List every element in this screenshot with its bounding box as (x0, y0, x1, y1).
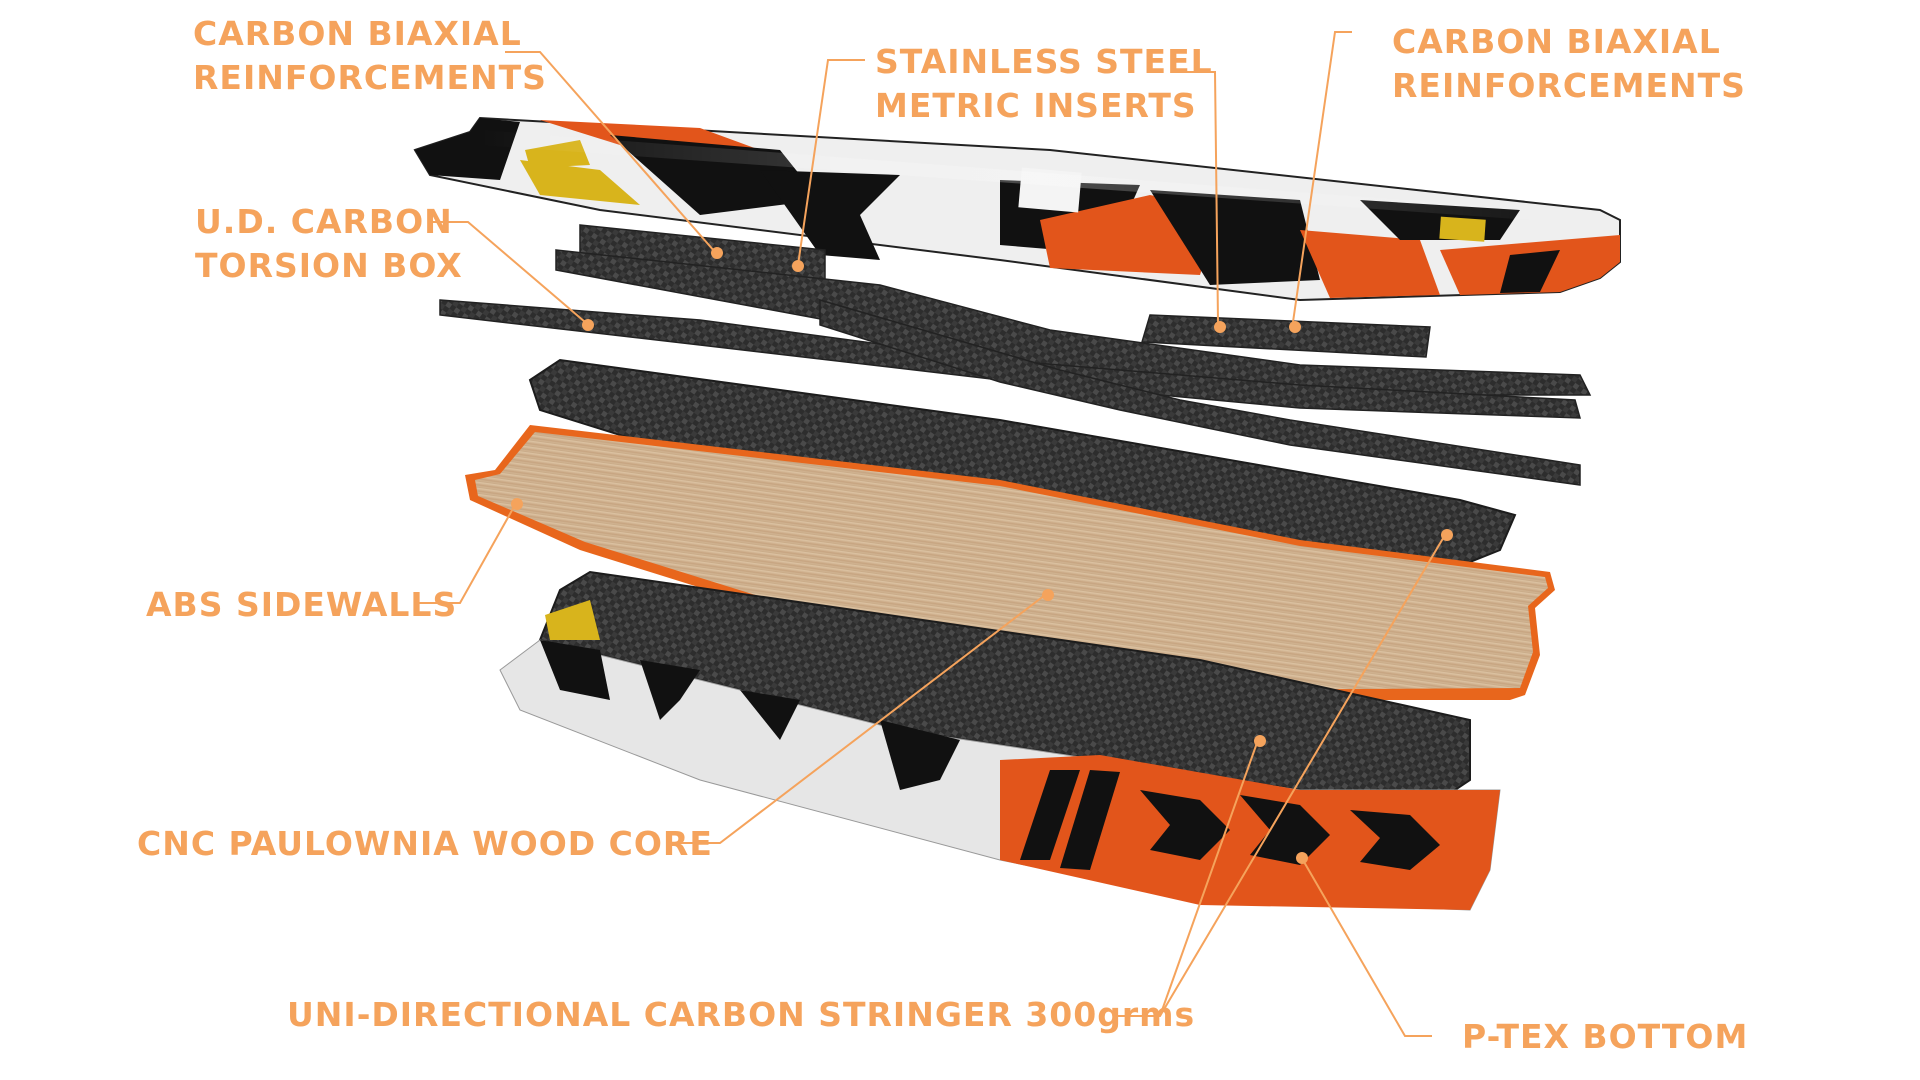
top-sheet-orange-graphic-3 (1300, 230, 1440, 298)
base-black-chevron-2 (1240, 795, 1330, 865)
dot-wood-core (1042, 589, 1054, 601)
label-carbon-biaxial-right: CARBON BIAXIAL REINFORCEMENTS (1392, 20, 1746, 108)
base-black-graphic-1 (540, 640, 610, 700)
torsion-box-cross (819, 299, 1581, 486)
label-ud-carbon: U.D. CARBON TORSION BOX (195, 200, 463, 288)
label-ptex-bottom: P-TEX BOTTOM (1462, 1015, 1748, 1059)
dot-ptex (1296, 852, 1308, 864)
label-carbon-biaxial-left-line1: CARBON BIAXIAL (193, 14, 522, 53)
biaxial-reinforcement-layer (579, 224, 1431, 358)
wood-core-layer (465, 425, 1555, 700)
torsion-box-upper-strip (555, 249, 1592, 396)
label-abs-sidewalls: ABS SIDEWALLS (146, 583, 457, 627)
label-ud-carbon-line1: U.D. CARBON (195, 202, 453, 241)
base-black-graphic-2 (640, 660, 700, 720)
base-black-stripe-2 (1060, 770, 1120, 870)
leader-abs-sidewalls (418, 504, 516, 604)
dot-inserts (792, 260, 804, 272)
dot-abs-sidewalls (511, 498, 523, 510)
leader-ud-carbon (430, 221, 586, 323)
label-stringer-text: UNI-DIRECTIONAL CARBON STRINGER 300grms (287, 995, 1196, 1034)
base-orange-bottom (1000, 755, 1500, 910)
label-carbon-biaxial-right-line2: REINFORCEMENTS (1392, 66, 1746, 105)
leader-dots (511, 247, 1453, 864)
label-carbon-biaxial-left: CARBON BIAXIAL REINFORCEMENTS (193, 12, 547, 100)
top-sheet-yellow-graphic (520, 160, 640, 205)
dot-stringer-a (1441, 529, 1453, 541)
top-sheet-black-graphic-5 (1150, 190, 1320, 285)
base-black-stripe-1 (1020, 770, 1080, 860)
base-black-graphic-3 (740, 690, 800, 740)
base-black-chevron-3 (1350, 810, 1440, 870)
biaxial-patch-right (1141, 314, 1431, 358)
top-sheet-orange-graphic-1 (540, 120, 760, 150)
dot-biaxial-right-b (1289, 321, 1301, 333)
dot-ud-carbon (582, 319, 594, 331)
leader-stainless-inserts (797, 59, 865, 266)
label-wood-core: CNC PAULOWNIA WOOD CORE (137, 822, 713, 866)
label-stainless-inserts-line2: METRIC INSERTS (875, 86, 1197, 125)
top-sheet-black-graphic-3 (760, 170, 900, 260)
leader-carbon-biaxial-right-a (1182, 71, 1219, 323)
label-stringer: UNI-DIRECTIONAL CARBON STRINGER 300grms (287, 993, 1195, 1037)
base-layer (499, 570, 1501, 911)
leader-stringer-b (1159, 739, 1259, 1017)
leader-carbon-biaxial-right-b (1292, 31, 1352, 323)
base-yellow-graphic (545, 600, 600, 640)
leader-ptex (1299, 854, 1432, 1037)
label-stainless-inserts-line1: STAINLESS STEEL (875, 42, 1213, 81)
leader-wood-core (680, 594, 1046, 844)
top-sheet-yellow-badge (1439, 216, 1486, 242)
leader-carbon-biaxial-left (505, 51, 716, 253)
wood-core-surface (475, 432, 1548, 690)
top-sheet-shine (480, 130, 1600, 225)
leader-lines (418, 31, 1446, 1037)
top-sheet-layer (413, 116, 1621, 302)
dot-biaxial-right-a (1214, 321, 1226, 333)
label-ptex-bottom-text: P-TEX BOTTOM (1462, 1017, 1749, 1056)
base-black-chevron-1 (1140, 790, 1230, 860)
dot-stringer-b (1254, 735, 1266, 747)
label-stainless-inserts: STAINLESS STEEL METRIC INSERTS (875, 40, 1213, 128)
label-abs-sidewalls-text: ABS SIDEWALLS (146, 585, 458, 624)
dot-biaxial-left (711, 247, 723, 259)
top-sheet-black-graphic-7 (1500, 250, 1560, 293)
torsion-box-layer (439, 249, 1592, 486)
label-carbon-biaxial-right-line1: CARBON BIAXIAL (1392, 22, 1721, 61)
label-ud-carbon-line2: TORSION BOX (195, 246, 463, 285)
label-wood-core-text: CNC PAULOWNIA WOOD CORE (137, 824, 713, 863)
base-black-graphic-4 (880, 720, 960, 790)
label-carbon-biaxial-left-line2: REINFORCEMENTS (193, 58, 547, 97)
